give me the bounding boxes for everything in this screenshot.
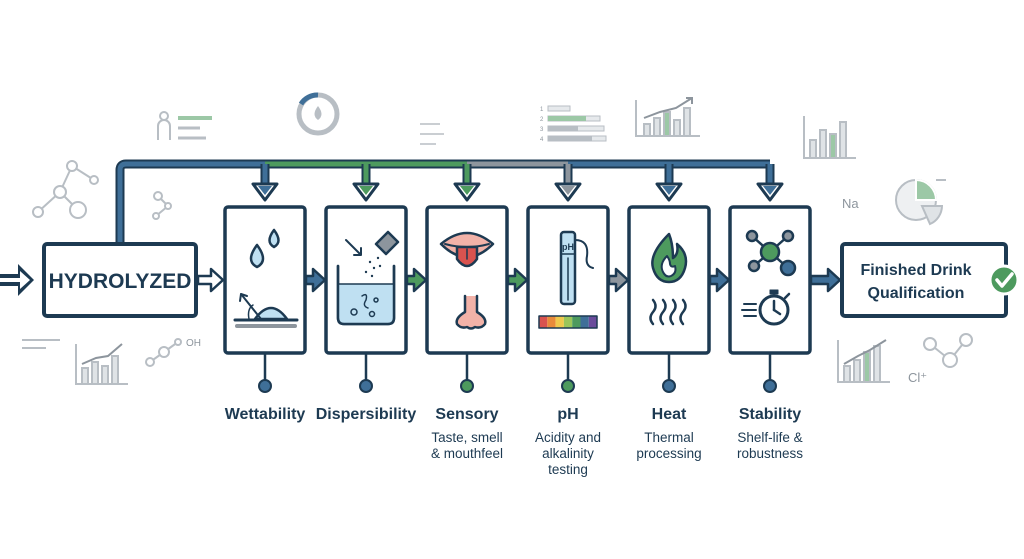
- ph-scale-swatch: [572, 316, 581, 328]
- stage-description-line: Thermal: [644, 430, 694, 445]
- feed-arrowhead-fill: [359, 186, 373, 195]
- stage-wettability: Wettability: [223, 205, 307, 423]
- hydrolyzed-label: HYDROLYZED: [49, 270, 192, 293]
- stage-description-line: robustness: [737, 446, 803, 461]
- svg-text:3: 3: [540, 127, 544, 133]
- molecule-icon: [32, 160, 99, 219]
- feed-arrowhead-fill: [662, 186, 676, 195]
- flow-arrow-sensory-to-ph: [506, 267, 529, 293]
- ph-scale-swatch: [588, 316, 598, 328]
- stage-title: Wettability: [225, 406, 306, 423]
- finished-drink-label-line2: Qualification: [868, 285, 965, 302]
- finished-drink-box: [840, 242, 1008, 318]
- small-molecule-icon: [152, 191, 172, 220]
- molecule-stopwatch-icon: [741, 229, 797, 326]
- flow-arrow-hydrolyzed-to-wettability: [196, 267, 225, 293]
- stage-node: [561, 379, 575, 393]
- stage-node: [662, 379, 676, 393]
- stage-title: pH: [557, 406, 578, 423]
- feed-arrowhead-fill: [561, 186, 575, 195]
- distribution-bus: [115, 159, 784, 244]
- chloride-label: Cl⁺: [908, 370, 927, 385]
- ph-scale-swatch: [563, 316, 573, 328]
- mouth-nose-icon: [439, 231, 495, 330]
- flow-arrow-heat-to-stability: [708, 267, 731, 293]
- ph-scale-swatch: [580, 316, 589, 328]
- hydrolyzed-box: [42, 242, 198, 318]
- flow-arrow-wettability-to-dispersibility: [304, 267, 327, 293]
- stage-node: [763, 379, 777, 393]
- feed-arrowhead-fill: [460, 186, 474, 195]
- bar-chart-icon: [837, 339, 890, 383]
- droplet-gauge-icon: [296, 92, 340, 136]
- heat-wave: [649, 298, 657, 326]
- svg-text:1: 1: [540, 107, 544, 113]
- bar-chart-icon: [635, 97, 700, 137]
- stage-description-line: Acidity and: [535, 430, 601, 445]
- ph-scale-swatch: [555, 316, 564, 328]
- background-decorations: [22, 92, 973, 385]
- stage-description-line: processing: [636, 446, 701, 461]
- heat-wave: [679, 298, 687, 326]
- pie-chart-icon: [895, 178, 946, 226]
- feed-arrowhead-fill: [258, 186, 272, 195]
- finished-drink-label-line1: Finished Drink: [860, 262, 971, 279]
- stage-title: Dispersibility: [316, 406, 417, 423]
- numbered-progress-list-icon: [547, 105, 607, 142]
- heat-wave: [669, 298, 677, 326]
- stage-description-line: Shelf-life &: [737, 430, 802, 445]
- svg-text:2: 2: [540, 117, 544, 123]
- stage-description-line: testing: [548, 462, 588, 477]
- bus-riser: [117, 161, 265, 244]
- person-profile-icon: [157, 111, 212, 140]
- stage-box: [425, 205, 509, 355]
- stage-node: [258, 379, 272, 393]
- molecule-icon: [923, 333, 973, 368]
- svg-text:4: 4: [540, 137, 544, 143]
- stage-box: [728, 205, 812, 355]
- stage-title: Heat: [652, 406, 687, 423]
- stage-dispersibility: Dispersibility: [316, 205, 417, 423]
- ph-scale-swatch: [547, 316, 556, 328]
- flow-arrow-dispersibility-to-sensory: [405, 267, 428, 293]
- sodium-label: Na: [842, 196, 859, 211]
- powder-dispersing-beaker-icon: [336, 230, 400, 326]
- flow-arrow-ph-to-heat: [607, 267, 630, 293]
- flow-arrow-stability-to-finished-drink: [809, 267, 842, 293]
- stage-description-line: & mouthfeel: [431, 446, 503, 461]
- stage-node: [460, 379, 474, 393]
- hydroxide-molecule-icon: [145, 338, 182, 367]
- water-droplet-contact-angle-icon: [233, 228, 299, 328]
- ph-probe-icon: pH: [538, 230, 598, 329]
- feed-arrowhead-fill: [763, 186, 777, 195]
- stage-title: Sensory: [435, 406, 498, 423]
- stage-description-line: alkalinity: [542, 446, 594, 461]
- input-arrow: [0, 264, 34, 296]
- stage-node: [359, 379, 373, 393]
- line-chart-icon: [22, 339, 128, 385]
- list-numbers: 1 2 3 4: [540, 107, 544, 143]
- stage-box: [223, 205, 307, 355]
- check-icon: [988, 264, 1020, 296]
- checklist-icon: [420, 123, 444, 145]
- flame-icon: [649, 232, 688, 326]
- ph-scale-swatch: [539, 316, 548, 328]
- bar-chart-icon: [803, 116, 856, 159]
- ph-probe-label: pH: [562, 242, 574, 252]
- stage-description-line: Taste, smell: [431, 430, 502, 445]
- heat-wave: [659, 298, 667, 326]
- stage-title: Stability: [739, 406, 801, 423]
- hydroxide-label: OH: [186, 338, 201, 349]
